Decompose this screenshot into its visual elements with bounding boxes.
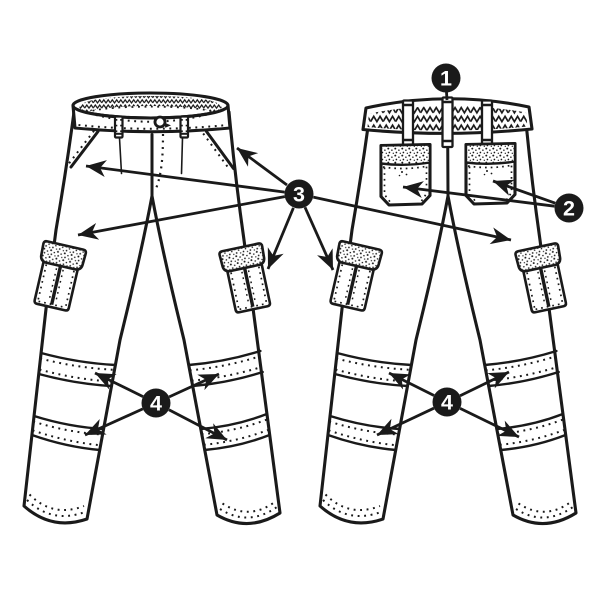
arrow-3-cargo-back-right	[313, 195, 512, 245]
arrow-4b-band-lower-right	[459, 407, 520, 439]
arrow-1-waistband	[445, 91, 449, 101]
callout-4-front-label: 4	[150, 392, 162, 416]
arrow-4b-band-upper-right	[459, 370, 510, 397]
callout-4-back-label: 4	[441, 391, 453, 415]
callout-4-back: 4	[432, 387, 462, 417]
arrow-4b-band-upper-left	[388, 371, 435, 397]
callout-2: 2	[554, 193, 584, 223]
belt-loop	[113, 115, 124, 175]
arrow-4f-band-lower-left	[84, 407, 144, 437]
front-waistband	[71, 91, 232, 175]
back-pocket-left	[379, 142, 432, 207]
front-hip-pocket-right	[202, 130, 235, 171]
callout-3: 3	[284, 179, 314, 209]
belt-loop	[401, 99, 415, 148]
belt-loop	[441, 96, 454, 149]
arrow-3-cargo-back-left	[303, 206, 335, 271]
callout-arrows	[77, 91, 556, 442]
callout-3-label: 3	[293, 183, 305, 207]
arrow-4f-band-lower-right	[168, 408, 228, 442]
arrow-4b-band-lower-left	[376, 406, 435, 437]
arrow-2-back-pocket-left	[402, 181, 555, 208]
arrow-3-cargo-front-left	[77, 195, 286, 240]
belt-loop	[179, 115, 190, 175]
arrow-3-cargo-front-right	[266, 207, 295, 270]
callout-1-label: 1	[440, 67, 452, 91]
arrow-3-hip-pocket-left	[85, 160, 285, 194]
waist-button	[153, 115, 171, 129]
callout-2-label: 2	[563, 197, 575, 221]
waistband-inner-texture	[79, 96, 222, 115]
arrow-4f-band-upper-right	[168, 372, 220, 399]
arrow-3-hip-pocket-right	[236, 146, 288, 187]
back-waistband	[361, 96, 534, 149]
fly-stitching	[154, 133, 165, 191]
arrow-2-back-pocket-right	[492, 179, 556, 205]
pants-front-view	[24, 91, 280, 524]
front-hip-pocket-left	[66, 130, 100, 169]
fly	[150, 133, 165, 198]
arrow-4f-band-upper-left	[94, 371, 144, 398]
belt-loop	[480, 99, 494, 148]
callout-4-front: 4	[141, 388, 171, 418]
callout-1: 1	[431, 63, 461, 93]
